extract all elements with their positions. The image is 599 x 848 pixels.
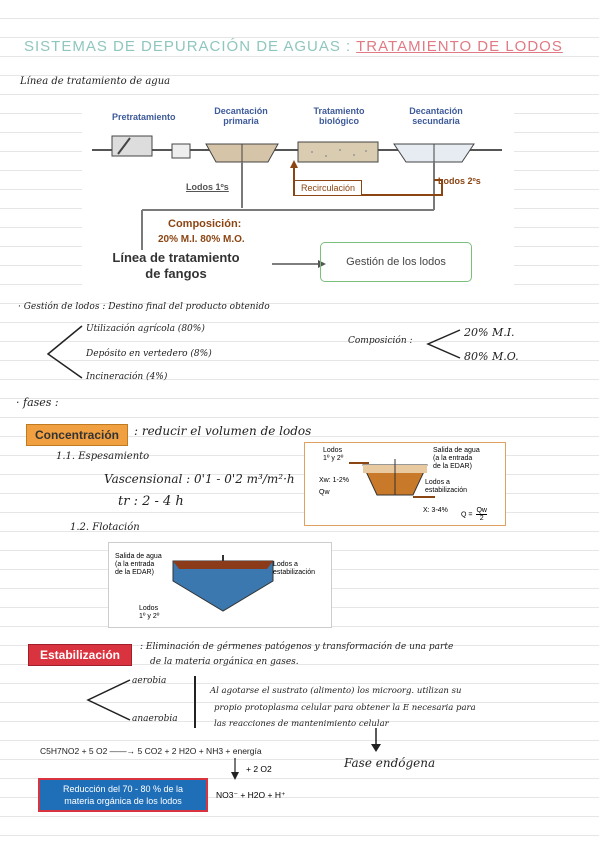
flotation-tank-icon: [172, 555, 274, 612]
espesamiento-label: 1.1. Espesamiento: [56, 451, 150, 462]
composicion-item-1: 20% M.I.: [464, 326, 515, 339]
explain-line-1: Al agotarse el sustrato (alimento) los m…: [210, 686, 462, 696]
badge-concentracion: Concentración: [26, 424, 128, 446]
anaerobia-label: anaerobia: [132, 714, 178, 724]
velocidad-ascensional: Vascensional : 0'1 - 0'2 m³/m²·h: [104, 472, 295, 486]
composicion-item-2: 80% M.O.: [464, 350, 519, 363]
arrow-down-icon: [371, 728, 381, 752]
thickener-tank-icon: [349, 459, 435, 498]
bracket-left-gestion: [46, 325, 83, 379]
bracket-composicion: [426, 329, 461, 359]
gestion-lodos-box: Gestión de los lodos: [320, 242, 472, 282]
thickener-x-out: X: 3-4%: [423, 507, 448, 514]
gestion-heading: · Gestión de lodos : Destino final del p…: [18, 302, 270, 312]
plus-o2: + 2 O2: [246, 764, 272, 774]
reaction-equation: C5H7NO2 + 5 O2 ——→ 5 CO2 + 2 H2O + NH3 +…: [40, 746, 262, 756]
process-flow-graphic: [92, 135, 502, 268]
concentracion-desc: : reducir el volumen de lodos: [134, 424, 312, 438]
explain-line-3: las reacciones de mantenimiento celular: [214, 719, 389, 729]
tiempo-retencion: tr : 2 - 4 h: [118, 494, 184, 509]
thickener-q-out: Q = Qw 2: [461, 507, 487, 522]
flotacion-label: 1.2. Flotación: [70, 522, 140, 533]
aerobia-label: aerobia: [132, 676, 167, 686]
label-composicion: Composición:: [168, 218, 242, 230]
estabilizacion-desc-2: de la materia orgánica en gases.: [150, 657, 299, 667]
page-title: SISTEMAS DE DEPURACIÓN DE AGUAS : TRATAM…: [24, 38, 563, 55]
composicion-label: Composición :: [348, 336, 413, 346]
fases-heading: · fases :: [16, 396, 59, 409]
gestion-item-2: Depósito en vertedero (8%): [86, 349, 212, 359]
thickener-qw: Qw: [319, 489, 330, 496]
label-lodos-primarios: Lodos 1ºs: [186, 182, 229, 192]
section-heading-water: Línea de tratamiento de agua: [20, 76, 171, 87]
aerobia-divider: [194, 676, 196, 728]
reaction-products: NO3⁻ + H2O + H⁺: [216, 790, 286, 800]
estabilizacion-desc-1: : Eliminación de gérmenes patógenos y tr…: [140, 642, 454, 652]
label-pretratamiento: Pretratamiento: [112, 112, 176, 122]
label-lodos-secundarios: Lodos 2ºs: [438, 176, 481, 186]
title-part2: TRATAMIENTO DE LODOS: [356, 38, 563, 55]
label-recirculacion: Recirculación: [294, 180, 363, 196]
label-composicion-valores: 20% M.I. 80% M.O.: [158, 234, 245, 245]
equation-arrow-icon: [231, 758, 239, 780]
bracket-estabilizacion: [86, 679, 131, 721]
fase-endogena: Fase endógena: [344, 756, 436, 770]
thickener-xw: Xw: 1-2%: [319, 477, 349, 484]
gestion-item-3: Incineración (4%): [86, 372, 168, 382]
badge-estabilizacion: Estabilización: [28, 644, 132, 666]
explain-line-2: propio protoplasma celular para obtener …: [214, 703, 476, 713]
gestion-item-1: Utilización agrícola (80%): [86, 324, 205, 334]
title-part1: SISTEMAS DE DEPURACIÓN DE AGUAS :: [24, 38, 352, 55]
